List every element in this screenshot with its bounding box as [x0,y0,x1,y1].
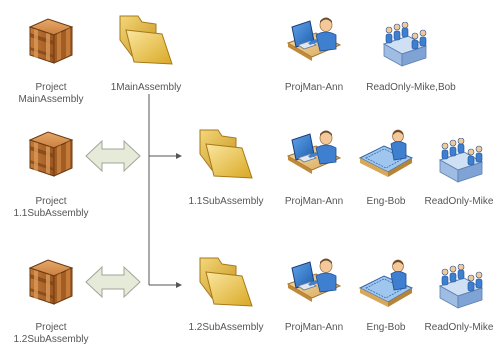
person-at-computer-icon[interactable] [286,254,342,306]
role-label-text: ReadOnly-Mike,Bob [366,82,456,93]
role-label: Eng-Bob [356,196,416,208]
project-label-text: Project 1.2SubAssembly [13,322,89,345]
person-at-blueprint-table-icon[interactable] [358,258,414,310]
project-label: Project 1.1SubAssembly [12,196,90,220]
double-arrow-icon [85,139,141,173]
double-arrow-icon [85,265,141,299]
role-label-text: Eng-Bob [366,196,406,207]
role-label: ReadOnly-Mike,Bob [355,82,467,94]
crate-icon[interactable] [26,126,76,180]
project-label-text: Project 1.1SubAssembly [13,196,89,219]
person-at-blueprint-table-icon[interactable] [358,128,414,180]
folder-icon[interactable] [196,124,256,180]
role-label: ReadOnly-Mike [421,322,497,334]
role-label-text: ProjMan-Ann [284,322,344,333]
role-label: ProjMan-Ann [274,322,354,334]
folder-label-text: 1MainAssembly [110,82,182,93]
folder-label-text: 1.2SubAssembly [188,322,264,333]
folder-label: 1.2SubAssembly [178,322,274,334]
crate-icon[interactable] [26,13,76,67]
role-label: Eng-Bob [356,322,416,334]
role-label: ProjMan-Ann [274,196,354,208]
role-label-text: ReadOnly-Mike [424,196,494,207]
project-label: Project 1.2SubAssembly [12,322,90,346]
role-label: ReadOnly-Mike [421,196,497,208]
folder-label: 1MainAssembly [98,82,194,94]
person-at-computer-icon[interactable] [286,126,342,178]
meeting-group-icon[interactable] [436,264,486,310]
role-label-text: ProjMan-Ann [284,82,344,93]
folder-label: 1.1SubAssembly [178,196,274,208]
person-at-computer-icon[interactable] [286,13,342,65]
crate-icon[interactable] [26,254,76,308]
project-label: Project MainAssembly [12,82,90,106]
meeting-group-icon[interactable] [380,22,430,68]
project-label-text: Project MainAssembly [18,82,84,105]
meeting-group-icon[interactable] [436,138,486,184]
role-label-text: ReadOnly-Mike [424,322,494,333]
role-label-text: ProjMan-Ann [284,196,344,207]
folder-icon[interactable] [116,10,176,66]
role-label: ProjMan-Ann [274,82,354,94]
role-label-text: Eng-Bob [366,322,406,333]
folder-label-text: 1.1SubAssembly [188,196,264,207]
folder-icon[interactable] [196,252,256,308]
